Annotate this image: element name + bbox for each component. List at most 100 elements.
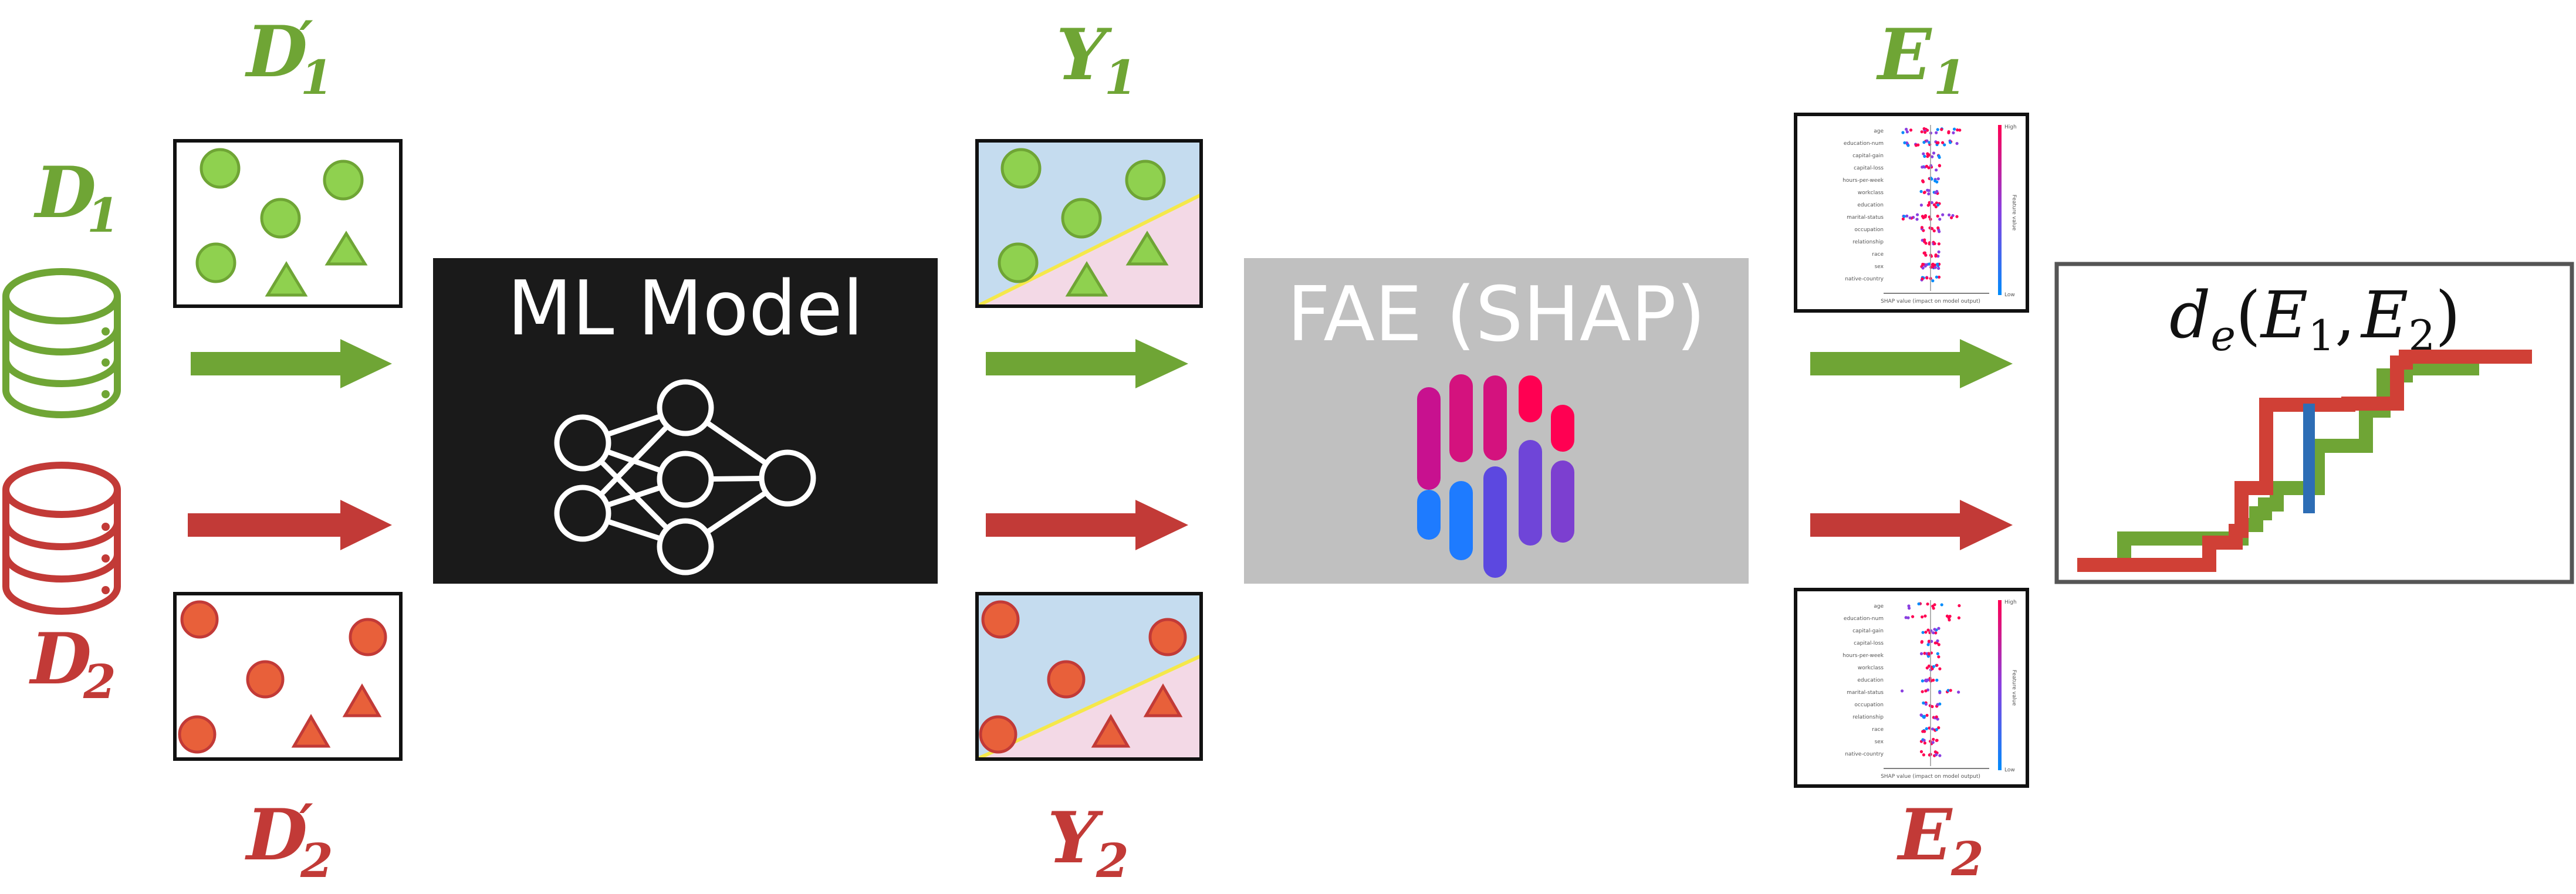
shap-plot-frame [1794,588,2029,788]
sample-box-d1 [173,139,403,308]
shap-point [1930,201,1933,204]
shap-point [1926,643,1930,646]
database-d1-icon [2,268,121,418]
shap-point [1900,689,1904,693]
shap-colorbar-high: High [2004,600,2017,605]
shap-point [1923,730,1926,733]
shap-point [1947,130,1950,134]
shap-point [1932,607,1935,610]
shap-point [1901,131,1905,134]
shap-point [1941,141,1945,144]
shap-point [1933,750,1937,754]
shap-feature-label: workclass [1858,190,1884,196]
shap-point [1921,266,1925,270]
shap-point [1924,242,1928,245]
label-e2: E 2 [1896,794,1984,886]
shap-point [1925,713,1929,717]
shap-colorbar-high: High [2004,124,2017,130]
shap-point [1937,275,1941,279]
shap-point [1915,218,1919,221]
shap-feature-label: native-country [1845,276,1884,282]
shap-point [1905,130,1909,134]
shap-point [1925,666,1929,670]
shap-feature-label: relationship [1852,714,1884,720]
shap-point [1911,615,1915,618]
shap-point [1923,238,1926,242]
shap-point [1922,753,1925,757]
prediction-box-y2 [975,592,1203,761]
shap-point [1924,631,1928,634]
shap-feature-label: hours-per-week [1843,178,1884,184]
shap-point [1932,229,1936,233]
shap-point [1932,631,1935,635]
shap-point [1958,128,1962,132]
shap-point [1921,631,1925,634]
label-e1-main: E [1876,13,1932,96]
shap-point [1935,728,1938,732]
shap-point [1921,165,1924,169]
shap-point [1936,262,1939,266]
fae-shap-box: FAE (SHAP) [1244,258,1749,584]
shap-summary-plot-e1: ageeducation-numcapital-gaincapital-loss… [1794,113,2029,313]
label-y2-sub: 2 [1096,833,1129,888]
shap-point [1935,753,1938,757]
shap-point [1925,164,1929,168]
arrow-red-3 [1810,500,2013,550]
shap-point [1935,131,1938,134]
shap-point [1936,128,1939,131]
ml-model-title: ML Model [508,265,864,353]
shap-point [1919,652,1923,655]
shap-feature-label: race [1872,252,1884,258]
label-e1: E 1 [1876,13,1966,105]
label-d2p-main: D [245,794,307,876]
shap-colorbar-low: Low [2004,292,2015,298]
shap-plot-frame [1794,113,2029,313]
label-d1p-prime: ′ [299,9,313,72]
shap-point [1935,715,1938,719]
shap-point [1951,214,1955,218]
shap-point [1935,678,1939,682]
distance-formula: de(E1,E2) [2169,277,2460,360]
label-y1-main: Y [1056,13,1113,96]
shap-point [1935,739,1938,742]
label-d2p-prime: ′ [299,793,313,855]
shap-point [1907,604,1911,608]
shap-point [1937,242,1941,246]
shap-point [1920,226,1924,229]
shap-point [1915,213,1919,216]
arrow-green-1 [191,339,392,388]
shap-point [1923,214,1928,218]
shap-point [1921,179,1925,182]
label-d2: D 2 [29,618,116,709]
shap-point [1934,205,1938,209]
shap-point [1928,262,1931,266]
shap-point [1909,128,1913,132]
shap-point [1921,690,1924,693]
arrow-red-1 [188,500,392,550]
shap-point [1905,141,1909,145]
shap-point [1936,652,1939,655]
shap-point [1947,213,1951,217]
label-e2-main: E [1896,794,1953,876]
label-d1-prime: D ′ 1 [245,9,333,105]
shap-point [1933,242,1936,245]
shap-point [1922,739,1926,742]
shap-colorbar [1998,125,2002,295]
arrow-green-3 [1810,339,2013,388]
shap-point [1931,262,1935,266]
shap-point [1931,227,1934,231]
shap-point [1937,627,1941,630]
shap-feature-label: education [1857,202,1884,208]
shap-feature-label: education [1857,678,1884,683]
shap-point [1923,154,1926,158]
shap-point [1937,643,1941,646]
shap-point [1955,141,1959,145]
shap-point [1936,639,1939,643]
sample-box-d2 [173,592,403,761]
distance-box: de(E1,E2) [2054,262,2574,584]
shap-point [1933,266,1937,269]
shap-point [1932,737,1935,741]
shap-feature-label: race [1872,727,1884,733]
shap-point [1949,689,1952,692]
shap-feature-label: capital-loss [1854,165,1884,171]
